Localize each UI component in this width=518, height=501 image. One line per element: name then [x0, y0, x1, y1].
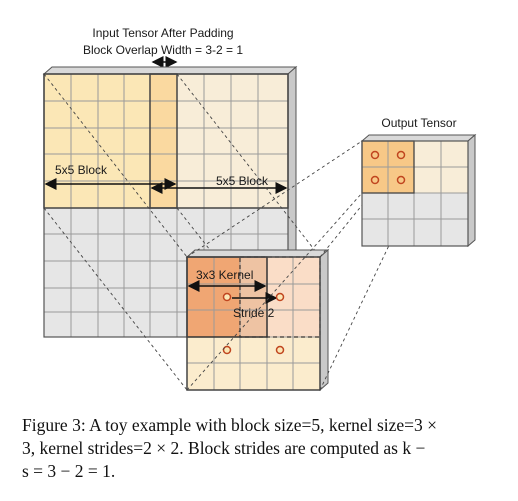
block-right-border — [149, 73, 289, 209]
output-dot — [370, 150, 380, 160]
zoomed-block-side-face — [319, 248, 329, 392]
input-tensor-top-face — [42, 66, 298, 75]
caption-line-2: 3, kernel strides=2 × 2. Block strides a… — [22, 438, 426, 458]
kernel-center-dot — [275, 345, 285, 355]
stride-label: Stride 2 — [233, 306, 275, 320]
figure-caption: Figure 3: A toy example with block size=… — [22, 414, 498, 483]
output-dot — [396, 175, 406, 185]
output-tensor — [360, 133, 477, 248]
overlap-width-label: Block Overlap Width = 3-2 = 1 — [83, 43, 243, 57]
output-tensor-title: Output Tensor — [381, 116, 456, 130]
output-tensor-top-face — [360, 134, 477, 142]
kernel-label: 3x3 Kernel — [196, 268, 253, 282]
kernel-center-dot — [222, 292, 232, 302]
input-tensor-title: Input Tensor After Padding — [92, 26, 233, 40]
output-tensor-border — [361, 140, 469, 247]
block-left-border — [43, 73, 178, 209]
kernel-center-dot — [275, 292, 285, 302]
block-left-label: 5x5 Block — [55, 163, 108, 177]
output-tensor-side-face — [467, 133, 476, 248]
kernel-center-dot — [222, 345, 232, 355]
output-dots — [370, 150, 406, 185]
output-dot — [396, 150, 406, 160]
zoomed-block-top-face — [185, 249, 330, 258]
zoom-kernel-centers — [222, 292, 285, 355]
zoomed-block — [185, 248, 330, 392]
block-right-label: 5x5 Block — [216, 174, 269, 188]
kernel-shared-column — [240, 257, 267, 337]
output-dot — [370, 175, 380, 185]
zoomed-block-border — [186, 256, 321, 391]
caption-line-1: Figure 3: A toy example with block size=… — [22, 415, 438, 435]
caption-line-3: s = 3 − 2 = 1. — [22, 461, 116, 481]
